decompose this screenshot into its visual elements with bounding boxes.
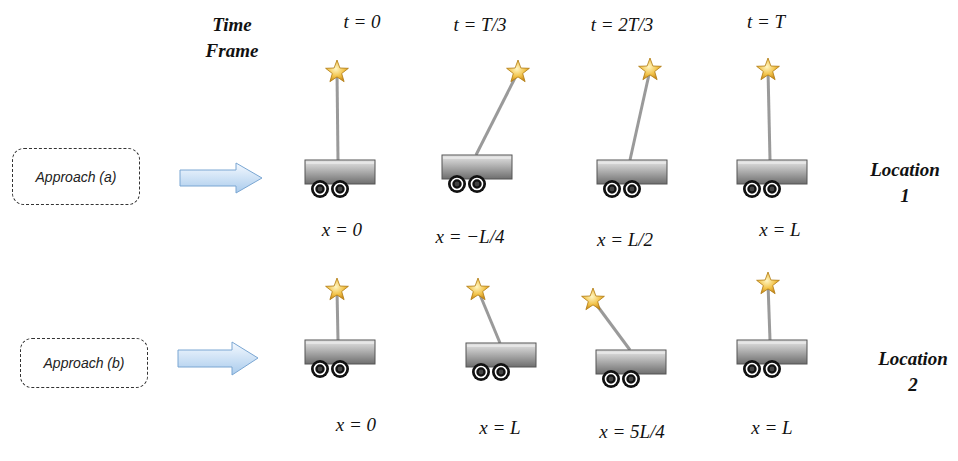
box-text: Approach (b) xyxy=(44,355,125,371)
pendulum-star xyxy=(639,58,662,80)
pendulum-rod xyxy=(630,70,650,160)
pendulum-rod xyxy=(478,290,500,343)
position-label: x = 5L/4 xyxy=(599,421,665,443)
block-arrow xyxy=(178,342,258,375)
position-label: x = −L/4 xyxy=(436,226,505,248)
pendulum-rod xyxy=(768,284,770,340)
position-label: x = L xyxy=(751,417,792,439)
position-label: x = 0 xyxy=(322,219,362,241)
pendulum-star xyxy=(757,272,780,294)
pendulum-rod xyxy=(768,70,770,160)
time-frame-heading: Time Frame xyxy=(206,12,259,63)
time-label: t = 0 xyxy=(343,11,380,33)
box-text: Approach (a) xyxy=(36,169,117,185)
label-slot: x = 5L/4 xyxy=(599,421,665,443)
approach-box: Approach (a) xyxy=(12,148,140,205)
label-slot: t = T/3 xyxy=(454,14,507,36)
pendulum-star xyxy=(326,278,349,300)
time-label: t = T/3 xyxy=(454,14,507,36)
position-label: x = 0 xyxy=(336,414,376,436)
label-slot: Time Frame xyxy=(206,12,259,63)
label-slot: x = L xyxy=(751,417,792,439)
position-label: x = L xyxy=(759,219,800,241)
cart xyxy=(442,155,512,193)
cart xyxy=(596,350,666,388)
approach-box: Approach (b) xyxy=(20,338,148,388)
position-label: x = L/2 xyxy=(597,229,653,251)
label-slot: x = −L/4 xyxy=(436,226,505,248)
block-arrow xyxy=(180,163,262,193)
cart xyxy=(305,160,375,198)
label-slot: x = L/2 xyxy=(597,229,653,251)
pendulum-star xyxy=(757,58,780,80)
label-slot: Location 1 xyxy=(870,157,940,208)
time-label: t = 2T/3 xyxy=(591,14,653,36)
location-label: Location 1 xyxy=(870,157,940,208)
pendulum-star xyxy=(582,288,605,310)
label-slot: t = 0 xyxy=(343,11,380,33)
label-slot: x = L xyxy=(759,219,800,241)
pendulum-rod xyxy=(337,72,338,160)
label-slot: x = 0 xyxy=(336,414,376,436)
cart xyxy=(466,343,536,381)
label-slot: Location 2 xyxy=(878,346,948,397)
pendulum-rod xyxy=(476,72,518,155)
cart xyxy=(305,340,375,378)
time-label: t = T xyxy=(747,11,785,33)
cart xyxy=(737,160,807,198)
pendulum-rod xyxy=(337,290,338,340)
position-label: x = L xyxy=(479,417,520,439)
label-slot: t = 2T/3 xyxy=(591,14,653,36)
label-slot: x = L xyxy=(479,417,520,439)
pendulum-star xyxy=(507,60,530,82)
cart xyxy=(597,160,667,198)
pendulum-star xyxy=(467,278,490,300)
label-slot: x = 0 xyxy=(322,219,362,241)
location-label: Location 2 xyxy=(878,346,948,397)
cart xyxy=(737,340,807,378)
pendulum-star xyxy=(326,60,349,82)
label-slot: t = T xyxy=(747,11,785,33)
